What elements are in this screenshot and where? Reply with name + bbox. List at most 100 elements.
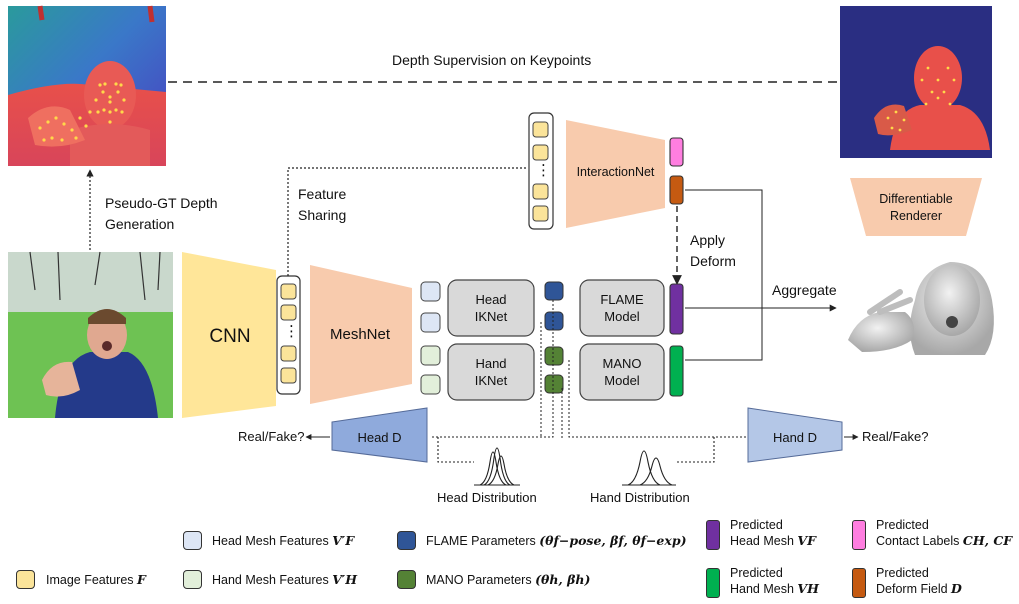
legend-pred-head-swatch	[706, 520, 720, 550]
legend-pred-hand: Predicted Hand Mesh VH	[730, 565, 819, 597]
legend-pred-head-line2: Head Mesh	[730, 534, 794, 548]
renderer-label: Differentiable Renderer	[850, 182, 982, 234]
hand-iknet-box	[447, 343, 535, 401]
legend-head-mesh-features-swatch	[183, 531, 202, 550]
legend-hand-mesh-features-swatch	[183, 570, 202, 589]
hand-distribution-curves	[622, 437, 715, 486]
hand-iknet-label-line2: IKNet	[474, 373, 508, 388]
feature-column-interaction	[528, 112, 554, 230]
apply-deform-label-line2: Deform	[690, 253, 736, 269]
rendered-depth-image	[840, 6, 992, 158]
pseudo-gt-depth-image	[8, 5, 166, 166]
interactionnet-block	[566, 120, 665, 228]
head-d-label: Head D	[357, 429, 402, 445]
flame-model-label: FLAME Model	[580, 280, 664, 336]
legend-pred-contact-line2: Contact Labels	[876, 534, 960, 548]
legend-image-features-sym: F	[137, 572, 146, 587]
mano-model-label: MANO Model	[580, 344, 664, 400]
legend-flame-params: FLAME Parameters (θf−pose, βf, θf−exp)	[426, 533, 686, 549]
hand-distribution-label: Hand Distribution	[590, 490, 690, 505]
cnn-label: CNN	[209, 325, 251, 347]
legend-mano-params: MANO Parameters (θh, βh)	[426, 572, 590, 588]
legend-pred-head: Predicted Head Mesh VF	[730, 517, 816, 549]
flame-model-label-line2: Model	[604, 309, 640, 324]
head-iknet-label-line1: Head	[475, 292, 507, 307]
head-distribution-curves	[437, 437, 520, 486]
legend-pred-contact-line1: Predicted	[876, 518, 929, 532]
hand-discriminator-block	[747, 407, 843, 463]
legend-pred-contact-sym: CH, CF	[962, 533, 1013, 548]
legend-head-mesh-features-text: Head Mesh Features	[212, 534, 329, 548]
aggregate-label: Aggregate	[772, 282, 837, 298]
feature-sharing-line	[287, 167, 527, 276]
real-fake-right-label: Real/Fake?	[862, 429, 929, 444]
hand-d-label: Hand D	[772, 429, 818, 445]
legend-pred-deform: Predicted Deform Field D	[876, 565, 962, 597]
legend-flame-params-text: FLAME Parameters	[426, 534, 536, 548]
legend-image-features-text: Image Features	[46, 573, 134, 587]
renderer-label-line1: Differentiable	[879, 192, 953, 206]
real-fake-left-label: Real/Fake?	[238, 429, 305, 444]
feature-sharing-label-line1: Feature	[298, 186, 347, 202]
legend-pred-hand-line2: Hand Mesh	[730, 582, 794, 596]
vdots-interaction: ⋮	[536, 161, 551, 179]
head-distribution-label: Head Distribution	[437, 490, 537, 505]
cnn-block	[182, 252, 276, 418]
feature-sharing-label-line2: Sharing	[298, 207, 347, 223]
contact-label-output	[669, 137, 684, 167]
pseudo-gt-label-line2: Generation	[105, 216, 175, 232]
legend-flame-params-swatch	[397, 531, 416, 550]
flame-model-box	[579, 279, 665, 337]
aggregate-lines	[685, 189, 837, 361]
legend-pred-hand-swatch	[706, 568, 720, 598]
legend-hand-mesh-features: Hand Mesh Features V′H	[212, 572, 357, 588]
legend-pred-deform-swatch	[852, 568, 866, 598]
head-discriminator-block	[331, 407, 428, 463]
legend-flame-params-sym: (θf−pose, βf, θf−exp)	[539, 533, 687, 548]
legend-hand-mesh-features-text: Hand Mesh Features	[212, 573, 329, 587]
mano-model-box	[579, 343, 665, 401]
legend-mano-params-text: MANO Parameters	[426, 573, 532, 587]
mesh-feature-squares	[420, 281, 441, 395]
depth-supervision-label: Depth Supervision on Keypoints	[392, 52, 592, 68]
legend-mano-params-sym: (θh, βh)	[535, 572, 591, 587]
image-feature-cells-interaction	[532, 121, 549, 222]
head-iknet-label-line2: IKNet	[474, 309, 508, 324]
head-iknet-label: Head IKNet	[448, 280, 534, 336]
legend-pred-contact: Predicted Contact Labels CH, CF	[876, 517, 1012, 549]
discriminator-routes	[430, 300, 748, 440]
legend-pred-head-sym: VF	[797, 533, 816, 548]
image-feature-cells-main	[280, 283, 297, 384]
legend-hand-mesh-features-sym: V′H	[332, 572, 358, 587]
differentiable-renderer-block	[850, 178, 982, 236]
legend-pred-hand-sym: VH	[797, 581, 819, 596]
legend-pred-deform-sym: D	[951, 581, 962, 596]
output-mesh-render	[848, 262, 994, 355]
legend-head-mesh-features: Head Mesh Features V′F	[212, 533, 354, 549]
meshnet-block	[310, 265, 412, 404]
pseudo-gt-label-line1: Pseudo-GT Depth	[105, 195, 218, 211]
legend-pred-deform-line1: Predicted	[876, 566, 929, 580]
legend-pred-hand-line1: Predicted	[730, 566, 783, 580]
mano-model-label-line2: Model	[604, 373, 640, 388]
legend-mano-params-swatch	[397, 570, 416, 589]
legend-pred-deform-line2: Deform Field	[876, 582, 948, 596]
renderer-label-line2: Renderer	[889, 209, 943, 223]
interactionnet-label: InteractionNet	[576, 164, 655, 179]
mano-model-label-line1: MANO	[602, 356, 642, 371]
hand-iknet-label-line1: Hand	[475, 356, 507, 371]
legend-pred-contact-swatch	[852, 520, 866, 550]
hand-iknet-label: Hand IKNet	[448, 344, 534, 400]
vdots-main: ⋮	[284, 322, 299, 340]
flame-model-label-line1: FLAME	[600, 292, 644, 307]
input-photo	[8, 251, 173, 418]
predicted-hand-mesh-output	[669, 345, 684, 397]
legend-head-mesh-features-sym: V′F	[332, 533, 355, 548]
predicted-head-mesh-output	[669, 283, 684, 335]
legend-image-features-swatch	[16, 570, 35, 589]
parameter-squares	[544, 281, 564, 394]
apply-deform-label-line1: Apply	[690, 232, 726, 248]
legend-image-features: Image Features F	[46, 572, 146, 588]
deform-field-output	[669, 175, 684, 205]
